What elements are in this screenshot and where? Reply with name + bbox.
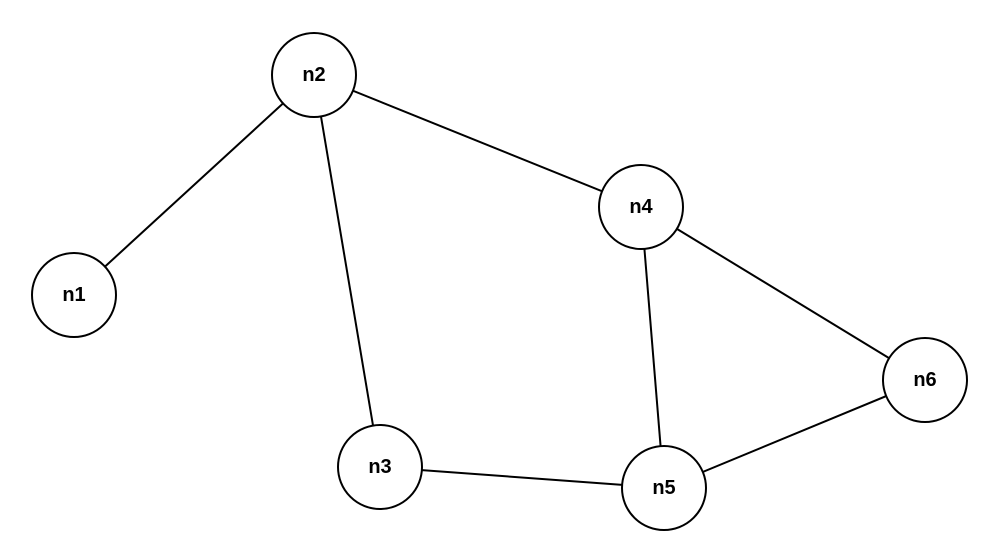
node-n1: n1 xyxy=(31,252,117,338)
node-circle-n6 xyxy=(882,337,968,423)
node-n4: n4 xyxy=(598,164,684,250)
edge-n5-n6 xyxy=(663,379,926,489)
edge-n4-n6 xyxy=(640,206,926,381)
node-label-n2: n2 xyxy=(302,64,325,86)
node-n6: n6 xyxy=(882,337,968,423)
edge-n1-n2 xyxy=(73,74,315,296)
edge-n3-n5 xyxy=(379,466,665,489)
edge-n4-n5 xyxy=(640,206,665,489)
node-n2: n2 xyxy=(271,32,357,118)
edges-layer xyxy=(73,74,926,489)
edge-n2-n4 xyxy=(313,74,642,208)
node-circle-n3 xyxy=(337,424,423,510)
node-label-n1: n1 xyxy=(62,284,85,306)
node-circle-n5 xyxy=(621,445,707,531)
node-label-n6: n6 xyxy=(913,369,936,391)
node-label-n5: n5 xyxy=(652,477,675,499)
node-circle-n1 xyxy=(31,252,117,338)
node-n3: n3 xyxy=(337,424,423,510)
nodes-layer: n1 n2 n3 n4 n5 n6 xyxy=(31,32,968,531)
node-circle-n2 xyxy=(271,32,357,118)
node-circle-n4 xyxy=(598,164,684,250)
node-label-n3: n3 xyxy=(368,456,391,478)
node-label-n4: n4 xyxy=(629,196,653,218)
edge-n2-n3 xyxy=(313,74,381,468)
node-n5: n5 xyxy=(621,445,707,531)
